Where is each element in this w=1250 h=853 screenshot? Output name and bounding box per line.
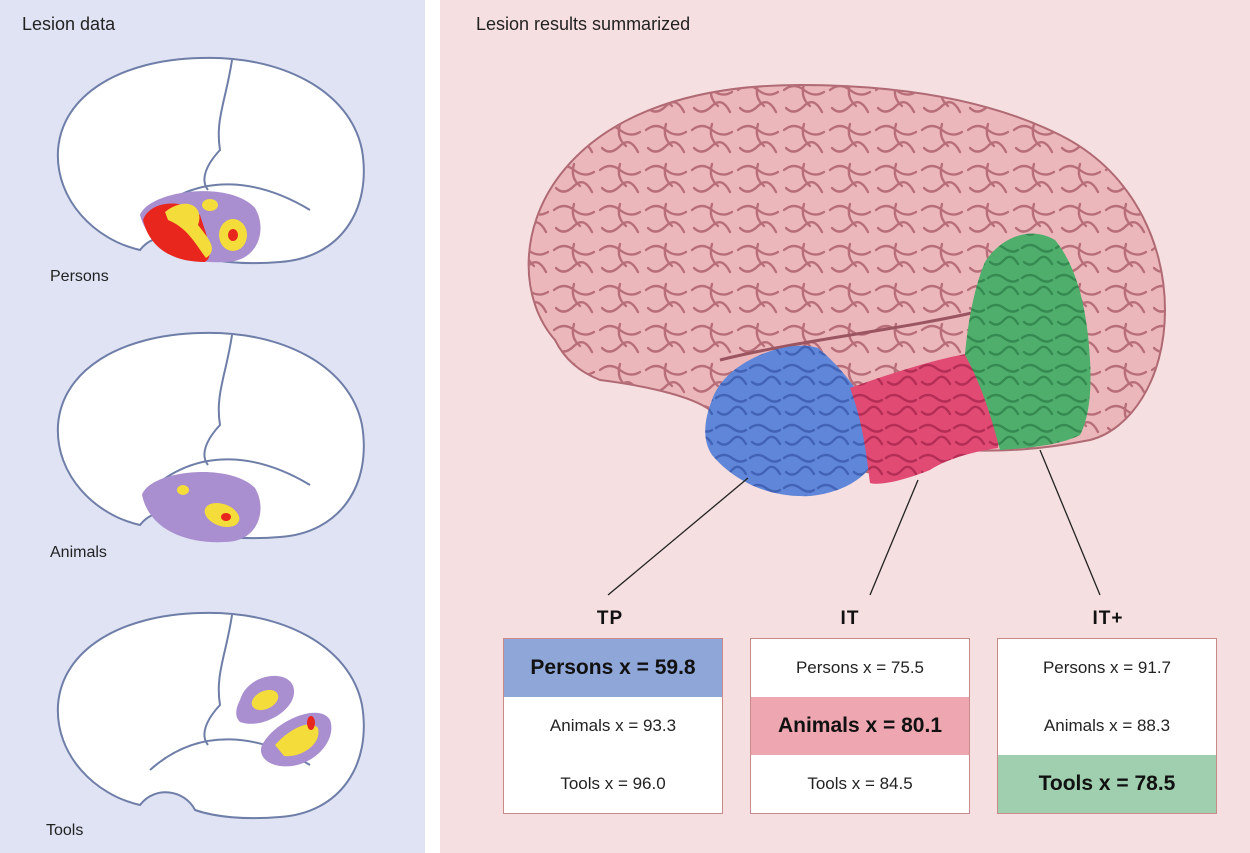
leader-line-it [870, 480, 918, 595]
result-row-it-plus-tools: Tools x = 78.5 [998, 755, 1216, 813]
result-box-it: Persons x = 75.5 Animals x = 80.1 Tools … [750, 638, 970, 814]
leader-line-tp [608, 478, 748, 595]
brain-label-animals: Animals [50, 544, 107, 562]
result-row-tp-tools: Tools x = 96.0 [504, 755, 722, 813]
result-row-it-animals: Animals x = 80.1 [751, 697, 969, 755]
result-box-tp: Persons x = 59.8 Animals x = 93.3 Tools … [503, 638, 723, 814]
result-row-it-plus-persons: Persons x = 91.7 [998, 639, 1216, 697]
region-title-it-plus: IT+ [1068, 608, 1148, 630]
result-row-it-plus-animals: Animals x = 88.3 [998, 697, 1216, 755]
result-row-it-tools: Tools x = 84.5 [751, 755, 969, 813]
brain-label-persons: Persons [50, 268, 109, 286]
leader-line-it-plus [1040, 450, 1100, 595]
region-title-tp: TP [570, 608, 650, 630]
result-row-tp-persons: Persons x = 59.8 [504, 639, 722, 697]
lesion-map-persons [140, 191, 261, 262]
brain-label-tools: Tools [46, 822, 83, 840]
region-title-it: IT [810, 608, 890, 630]
result-row-it-persons: Persons x = 75.5 [751, 639, 969, 697]
result-row-tp-animals: Animals x = 93.3 [504, 697, 722, 755]
result-box-it-plus: Persons x = 91.7 Animals x = 88.3 Tools … [997, 638, 1217, 814]
lesion-map-animals [142, 472, 261, 542]
